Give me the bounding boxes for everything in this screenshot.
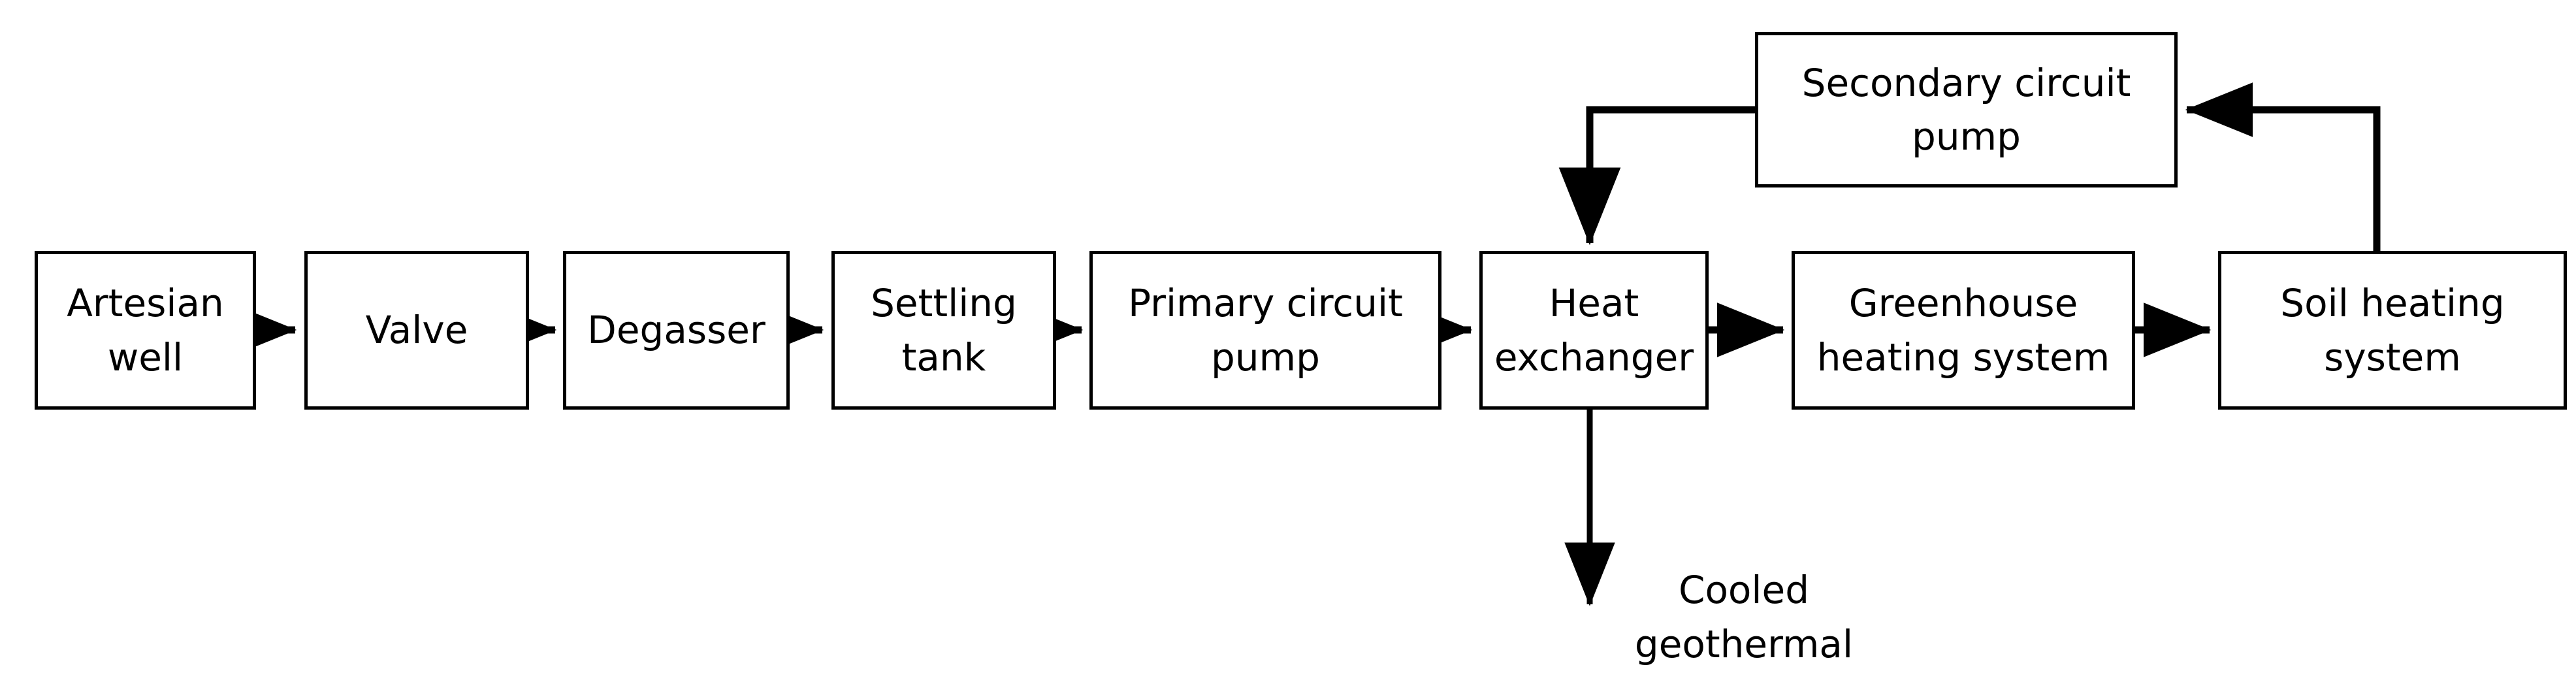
cooled-geothermal-water-label: Cooled geothermal water — [1613, 510, 1875, 684]
node-label: Degasser — [587, 308, 765, 353]
node-soil-heating-system[interactable]: Soil heating system — [2218, 251, 2567, 410]
edge-soil-heating-to-secondary-pump — [2185, 82, 2381, 251]
node-artesian-well[interactable]: Artesian well — [35, 251, 256, 410]
node-heat-exchanger[interactable]: Heat exchanger — [1479, 251, 1709, 410]
edge-secondary-pump-to-heat-exchanger — [1558, 106, 1755, 246]
node-label: Artesian well — [67, 281, 224, 380]
node-greenhouse-heating-system[interactable]: Greenhouse heating system — [1792, 251, 2135, 410]
node-label: Greenhouse heating system — [1816, 281, 2110, 380]
node-label: Secondary circuit pump — [1801, 60, 2131, 159]
node-label: Settling tank — [871, 281, 1017, 380]
node-valve[interactable]: Valve — [304, 251, 529, 410]
node-degasser[interactable]: Degasser — [563, 251, 790, 410]
node-label: Primary circuit pump — [1128, 281, 1403, 380]
node-secondary-circuit-pump[interactable]: Secondary circuit pump — [1755, 32, 2178, 187]
node-label: Heat exchanger — [1494, 281, 1694, 380]
node-settling-tank[interactable]: Settling tank — [831, 251, 1056, 410]
node-label: Valve — [365, 308, 468, 353]
node-label: Soil heating system — [2280, 281, 2505, 380]
cooled-geothermal-water-text: Cooled geothermal water — [1634, 568, 1854, 684]
node-primary-circuit-pump[interactable]: Primary circuit pump — [1089, 251, 1441, 410]
